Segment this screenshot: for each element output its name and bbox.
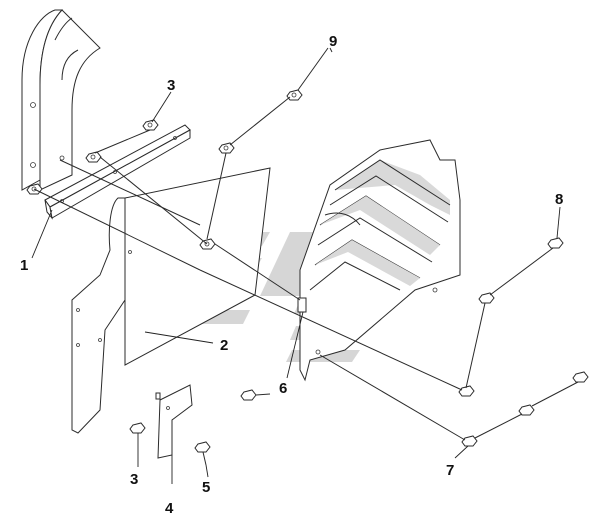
nut-3-upper xyxy=(142,119,159,131)
callout-4: 4 xyxy=(165,500,174,517)
callout-3-upper: 3 xyxy=(167,77,175,94)
nut-9-top xyxy=(286,89,303,101)
mud-flap-2 xyxy=(71,167,271,434)
bolt-8-top xyxy=(547,237,564,249)
assembly-lines xyxy=(33,47,579,441)
clamp-plate-4 xyxy=(155,384,193,459)
bolt-5 xyxy=(194,441,211,466)
nut-9-mid xyxy=(218,142,235,154)
callout-9: 9 xyxy=(329,33,337,50)
shield-plate-6 xyxy=(297,139,461,382)
callout-3-lower: 3 xyxy=(130,471,138,488)
callout-6: 6 xyxy=(279,380,287,397)
fender-body xyxy=(21,9,101,191)
mounting-bracket-1 xyxy=(44,124,191,220)
bolt-7-c xyxy=(461,435,478,447)
nut-3-lower xyxy=(129,422,146,434)
nut-bracket-a xyxy=(85,151,102,163)
callout-2: 2 xyxy=(220,337,228,354)
bolt-8-lower xyxy=(458,385,475,397)
callout-1: 1 xyxy=(20,257,28,274)
bolt-8-mid xyxy=(478,292,495,304)
bolt-7-a xyxy=(572,371,589,383)
leader-lines xyxy=(31,47,561,484)
callout-7: 7 xyxy=(446,462,454,479)
bolt-7-b xyxy=(518,404,535,416)
callout-8: 8 xyxy=(555,191,563,208)
bolt-center xyxy=(240,389,271,401)
callout-5: 5 xyxy=(202,479,210,496)
